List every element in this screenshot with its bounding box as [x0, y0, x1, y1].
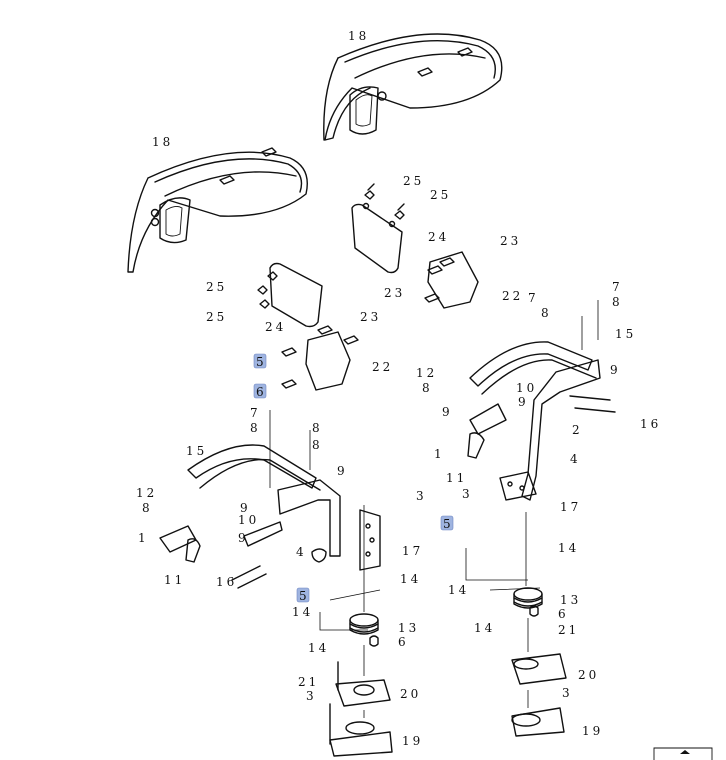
- callout-8[interactable]: 8: [541, 306, 552, 320]
- callout-14[interactable]: 14: [292, 605, 313, 619]
- callout-5[interactable]: 5: [256, 355, 267, 369]
- callout-8[interactable]: 8: [250, 421, 261, 435]
- callout-9[interactable]: 9: [518, 395, 529, 409]
- callout-8[interactable]: 8: [612, 295, 623, 309]
- leader-lines-right: [465, 300, 599, 708]
- callout-25[interactable]: 25: [206, 280, 227, 294]
- callout-13[interactable]: 13: [398, 621, 419, 635]
- fender-left-upper: [127, 147, 308, 273]
- callout-labels: 18 18 25 25 24 23 23 22 7 8 25 25 24 23 …: [136, 29, 661, 748]
- callout-9[interactable]: 9: [337, 464, 348, 478]
- callout-7[interactable]: 7: [250, 406, 261, 420]
- callout-25[interactable]: 25: [403, 174, 424, 188]
- callout-13[interactable]: 13: [560, 593, 581, 607]
- callout-17[interactable]: 17: [560, 500, 581, 514]
- callout-8[interactable]: 8: [422, 381, 433, 395]
- callout-12[interactable]: 12: [416, 366, 437, 380]
- callout-11[interactable]: 11: [164, 573, 185, 587]
- callout-6[interactable]: 6: [398, 635, 409, 649]
- callout-22[interactable]: 22: [502, 289, 523, 303]
- callout-14[interactable]: 14: [400, 572, 421, 586]
- callout-23[interactable]: 23: [360, 310, 381, 324]
- callout-9[interactable]: 9: [442, 405, 453, 419]
- support-arm-left: [159, 444, 381, 589]
- callout-11[interactable]: 11: [446, 471, 467, 485]
- callout-25[interactable]: 25: [430, 188, 451, 202]
- mounting-plate-24-left: [257, 262, 323, 328]
- mounting-plate-22-right: [424, 251, 479, 309]
- callout-10[interactable]: 10: [516, 381, 537, 395]
- callout-17[interactable]: 17: [402, 544, 423, 558]
- callout-8[interactable]: 8: [312, 421, 323, 435]
- callout-2[interactable]: 2: [572, 423, 583, 437]
- fender-right-upper: [323, 33, 503, 141]
- callout-14[interactable]: 14: [558, 541, 579, 555]
- callout-16[interactable]: 16: [216, 575, 237, 589]
- callout-10[interactable]: 10: [238, 513, 259, 527]
- mounting-plate-24-right: [351, 183, 405, 274]
- callout-7[interactable]: 7: [612, 280, 623, 294]
- callout-5[interactable]: 5: [443, 517, 454, 531]
- support-arm-right: [467, 341, 616, 501]
- callout-20[interactable]: 20: [400, 687, 421, 701]
- callout-25[interactable]: 25: [206, 310, 227, 324]
- corner-tag: [653, 747, 713, 760]
- callout-20[interactable]: 20: [578, 668, 599, 682]
- callout-15[interactable]: 15: [615, 327, 636, 341]
- callout-23[interactable]: 23: [500, 234, 521, 248]
- callout-1[interactable]: 1: [434, 447, 445, 461]
- callout-21[interactable]: 21: [298, 675, 319, 689]
- callout-16[interactable]: 16: [640, 417, 661, 431]
- callout-9[interactable]: 9: [238, 531, 249, 545]
- callout-3[interactable]: 3: [306, 689, 317, 703]
- callout-7[interactable]: 7: [528, 291, 539, 305]
- callout-8[interactable]: 8: [142, 501, 153, 515]
- callout-19[interactable]: 19: [582, 724, 603, 738]
- callout-14[interactable]: 14: [448, 583, 469, 597]
- callout-3[interactable]: 3: [462, 487, 473, 501]
- callout-1[interactable]: 1: [138, 531, 149, 545]
- callout-9[interactable]: 9: [240, 501, 251, 515]
- callout-24[interactable]: 24: [265, 320, 286, 334]
- leader-lines-left: [269, 410, 381, 718]
- callout-23[interactable]: 23: [384, 286, 405, 300]
- callout-18-top[interactable]: 18: [348, 29, 369, 43]
- callout-4[interactable]: 4: [570, 452, 581, 466]
- callout-21[interactable]: 21: [558, 623, 579, 637]
- callout-5[interactable]: 5: [299, 589, 310, 603]
- callout-6[interactable]: 6: [558, 607, 569, 621]
- callout-14[interactable]: 14: [474, 621, 495, 635]
- callout-9[interactable]: 9: [610, 363, 621, 377]
- callout-18-left[interactable]: 18: [152, 135, 173, 149]
- callout-8[interactable]: 8: [312, 438, 323, 452]
- callout-15[interactable]: 15: [186, 444, 207, 458]
- highlighted-callouts: [253, 353, 454, 603]
- callout-4[interactable]: 4: [296, 545, 307, 559]
- callout-6[interactable]: 6: [256, 385, 267, 399]
- isolator-stack-right: [511, 587, 567, 737]
- callout-14[interactable]: 14: [308, 641, 329, 655]
- callout-12[interactable]: 12: [136, 486, 157, 500]
- callout-22[interactable]: 22: [372, 360, 393, 374]
- isolator-stack-left: [329, 613, 393, 757]
- callout-19[interactable]: 19: [402, 734, 423, 748]
- callout-24[interactable]: 24: [428, 230, 449, 244]
- callout-3[interactable]: 3: [416, 489, 427, 503]
- callout-3[interactable]: 3: [562, 686, 573, 700]
- mounting-plate-22-left: [281, 325, 359, 391]
